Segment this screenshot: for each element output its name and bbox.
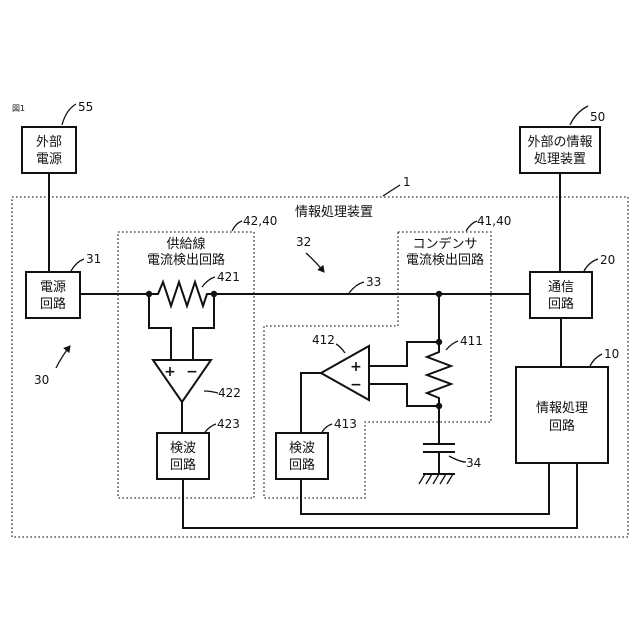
capacitor-branch xyxy=(427,291,451,444)
shunt-resistor-ref: 421 xyxy=(217,270,240,284)
power-circuit-line2: 回路 xyxy=(40,296,66,312)
communication-circuit-line1: 通信 xyxy=(548,280,574,295)
supply-current-detector-leader xyxy=(232,221,242,231)
capacitor-current-detector-ref: 41,40 xyxy=(477,214,511,228)
amp-right-plus: + xyxy=(350,359,362,375)
amp-right-minus: − xyxy=(350,377,362,393)
supply-line-ref: 33 xyxy=(366,275,381,289)
power-circuit-line1: 電源 xyxy=(40,280,66,295)
info-processing-circuit-line2: 回路 xyxy=(549,418,575,434)
amplifier-422-leader xyxy=(204,391,218,393)
amplifier-422-ref: 422 xyxy=(218,386,241,400)
detection-circuit-423-ref: 423 xyxy=(217,417,240,431)
group-30-arrow xyxy=(56,346,70,368)
supply-current-detector-line2: 電流検出回路 xyxy=(147,252,225,268)
cap-tap-bottom xyxy=(369,384,439,406)
external-power-leader xyxy=(62,104,76,125)
detection-circuit-423-line2: 回路 xyxy=(170,457,196,473)
detection-circuit-413-ref: 413 xyxy=(334,417,357,431)
info-processing-circuit-leader xyxy=(590,354,602,366)
detection-circuit-413-leader xyxy=(322,424,332,432)
external-power-line2: 電源 xyxy=(36,152,62,167)
detection-circuit-413-line2: 回路 xyxy=(289,457,315,473)
external-power-line1: 外部 xyxy=(36,135,62,150)
figure-label: 図1 xyxy=(12,104,25,113)
supply-current-detector-ref: 42,40 xyxy=(243,214,277,228)
external-info-device-ref: 50 xyxy=(590,110,605,124)
supply-line-leader xyxy=(349,282,364,293)
info-processing-circuit-ref: 10 xyxy=(604,347,619,361)
group-30-label: 30 xyxy=(34,373,49,387)
amplifier-422: + − xyxy=(153,360,211,402)
capacitor-current-detector-line1: コンデンサ xyxy=(412,236,477,252)
detection-circuit-423-leader xyxy=(205,424,216,432)
communication-circuit-leader xyxy=(584,259,598,271)
power-circuit-ref: 31 xyxy=(86,252,101,266)
cap-resistor-leader xyxy=(446,341,458,350)
amp-left-plus: + xyxy=(164,364,176,380)
detection-circuit-423-line1: 検波 xyxy=(170,441,196,456)
amplifier-412-ref: 412 xyxy=(312,333,335,347)
capacitor-leader xyxy=(449,456,466,462)
detector-413-output-wire xyxy=(301,463,549,514)
ground-symbol xyxy=(419,474,455,484)
amplifier-412-leader xyxy=(336,344,345,353)
amp-right-to-detector xyxy=(301,373,321,433)
communication-circuit-ref: 20 xyxy=(600,253,615,267)
power-circuit-leader xyxy=(71,259,84,271)
info-processing-device-ref-text: 1 xyxy=(403,175,411,189)
capacitor-ref: 34 xyxy=(466,456,481,470)
info-processing-device-title: 情報処理装置 xyxy=(295,205,373,220)
shunt-resistor-leader xyxy=(202,277,215,287)
external-info-device-leader xyxy=(570,106,588,125)
detector-423-output-wire xyxy=(183,463,577,528)
capacitor-current-detector-leader xyxy=(466,221,477,231)
external-info-device-line2: 処理装置 xyxy=(534,152,586,167)
shunt-resistor xyxy=(146,282,217,306)
group-32-label: 32 xyxy=(296,235,311,249)
capacitor-current-detector-line2: 電流検出回路 xyxy=(406,252,484,268)
detection-circuit-413-line1: 検波 xyxy=(289,441,315,456)
shunt-tap-left xyxy=(149,294,171,360)
cap-tap-top xyxy=(369,342,439,366)
info-processing-circuit-line1: 情報処理 xyxy=(536,401,588,416)
capacitor-34 xyxy=(423,444,455,474)
info-processing-device-ref: 1 xyxy=(383,175,411,196)
amp-left-minus: − xyxy=(186,364,198,380)
external-info-device-line1: 外部の情報 xyxy=(527,135,592,150)
supply-current-detector-line1: 供給線 xyxy=(166,236,205,252)
group-32-arrow xyxy=(306,253,324,272)
amplifier-412: + − xyxy=(321,346,369,400)
external-power-ref: 55 xyxy=(78,100,93,114)
cap-resistor-ref: 411 xyxy=(460,334,483,348)
communication-circuit-line2: 回路 xyxy=(548,296,574,312)
